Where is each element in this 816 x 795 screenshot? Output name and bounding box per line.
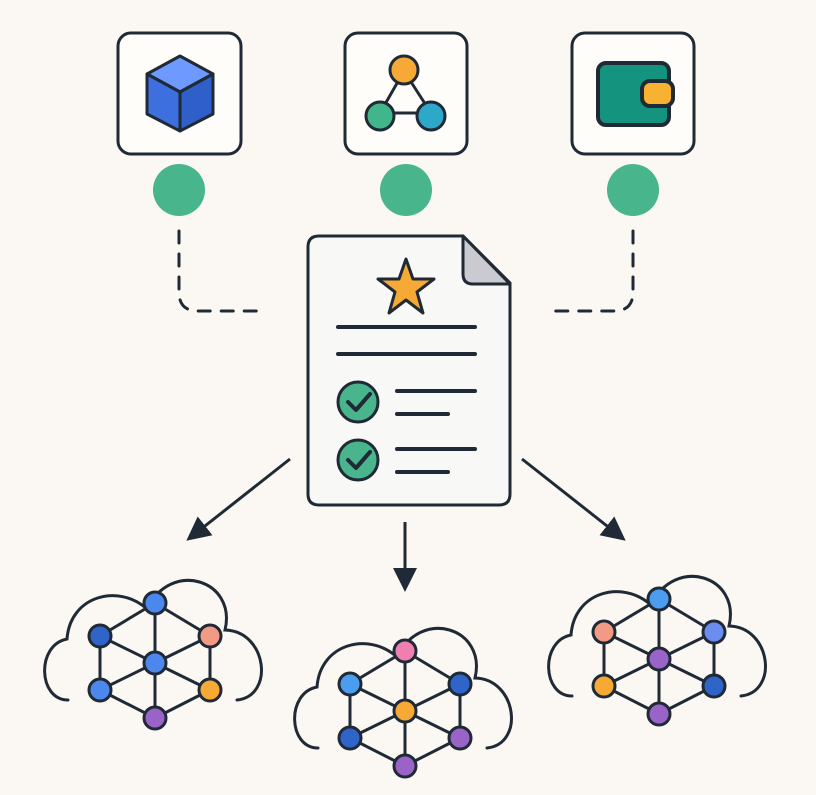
network-node [392, 698, 418, 724]
status-dot-left [153, 164, 205, 216]
network-node [197, 677, 223, 703]
network-node [392, 638, 418, 664]
network-node [646, 701, 672, 727]
arrow-to-right-cloud [521, 457, 626, 541]
network-node [87, 623, 113, 649]
cloud-network-left [43, 579, 263, 731]
network-triangle-icon [364, 54, 447, 132]
cube-icon [145, 54, 215, 133]
network-node [447, 725, 473, 751]
wallet-icon-card [570, 31, 696, 156]
network-node [701, 673, 727, 699]
network-node [142, 650, 168, 676]
dashed-connector-right [544, 229, 635, 313]
network-node [142, 705, 168, 731]
network-node [392, 753, 418, 779]
document-with-star-icon [306, 234, 512, 507]
cloud-network-center [293, 627, 513, 779]
network-node [591, 619, 617, 645]
checklist-item [336, 438, 477, 482]
network-node [646, 646, 672, 672]
status-dot-right [607, 164, 659, 216]
star-icon [376, 257, 436, 315]
dashed-connector-left [177, 229, 269, 313]
network-node [646, 586, 672, 612]
network-node [337, 671, 363, 697]
network-node [142, 590, 168, 616]
network-node [337, 725, 363, 751]
arrow-to-left-cloud [186, 457, 291, 541]
network-triangle-icon-card [343, 31, 469, 156]
network-node [591, 673, 617, 699]
network-node [447, 671, 473, 697]
check-icon [336, 438, 380, 482]
checklist-item [336, 380, 477, 424]
wallet-icon [596, 61, 675, 127]
network-node [87, 677, 113, 703]
check-icon [336, 380, 380, 424]
cloud-network-right [547, 575, 767, 727]
cube-icon-card [116, 31, 243, 156]
status-dot-center [380, 164, 432, 216]
network-node [197, 623, 223, 649]
network-node [701, 619, 727, 645]
